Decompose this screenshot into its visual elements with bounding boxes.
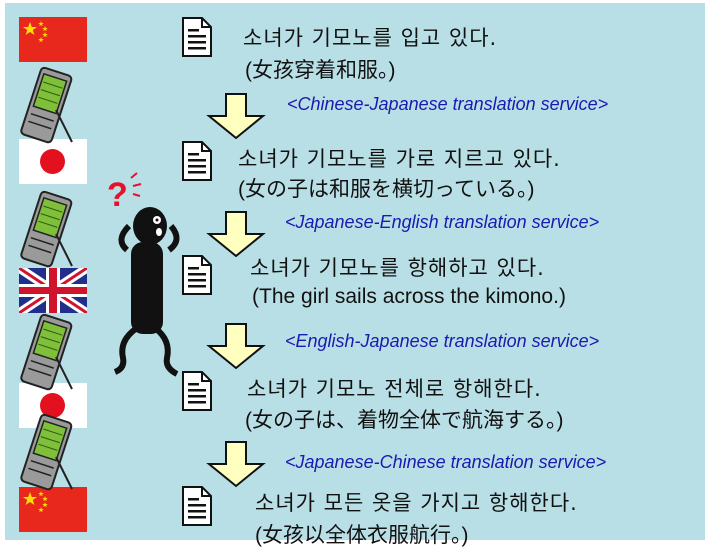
document-icon xyxy=(180,253,214,297)
down-arrow-icon xyxy=(205,440,267,488)
pda-device-icon xyxy=(16,413,76,493)
translation-text: (The girl sails across the kimono.) xyxy=(252,285,566,308)
down-arrow-icon xyxy=(205,92,267,140)
document-icon xyxy=(180,369,214,413)
translation-text: (女孩穿着和服。) xyxy=(245,59,396,82)
translation-text: (女の子は、着物全体で航海する。) xyxy=(245,409,564,432)
pda-device-icon xyxy=(16,66,76,146)
pda-device-icon xyxy=(16,313,76,393)
diagram-panel xyxy=(5,3,705,540)
document-icon xyxy=(180,15,214,59)
korean-sentence: 소녀가 기모노를 가로 지르고 있다. xyxy=(238,147,561,171)
service-label: <English-Japanese translation service> xyxy=(285,331,600,351)
confused-person-icon: ? xyxy=(105,168,185,383)
korean-sentence: 소녀가 기모노 전체로 항해한다. xyxy=(247,377,542,401)
china-flag-icon xyxy=(19,487,87,532)
document-icon xyxy=(180,484,214,528)
down-arrow-icon xyxy=(205,322,267,370)
china-flag-icon xyxy=(19,17,87,62)
document-icon xyxy=(180,139,214,183)
down-arrow-icon xyxy=(205,210,267,258)
translation-text: (女孩以全体衣服航行。) xyxy=(255,524,469,547)
service-label: <Chinese-Japanese translation service> xyxy=(287,94,609,114)
service-label: <Japanese-Chinese translation service> xyxy=(285,452,607,472)
translation-text: (女の子は和服を横切っている。) xyxy=(238,178,535,201)
service-label: <Japanese-English translation service> xyxy=(285,212,600,232)
korean-sentence: 소녀가 모든 옷을 가지고 항해한다. xyxy=(255,491,578,515)
japan-flag-icon xyxy=(19,139,87,184)
korean-sentence: 소녀가 기모노를 입고 있다. xyxy=(243,26,498,50)
uk-flag-icon xyxy=(19,268,87,313)
question-mark-icon: ? xyxy=(107,176,128,214)
korean-sentence: 소녀가 기모노를 항해하고 있다. xyxy=(250,256,545,280)
pda-device-icon xyxy=(16,190,76,270)
